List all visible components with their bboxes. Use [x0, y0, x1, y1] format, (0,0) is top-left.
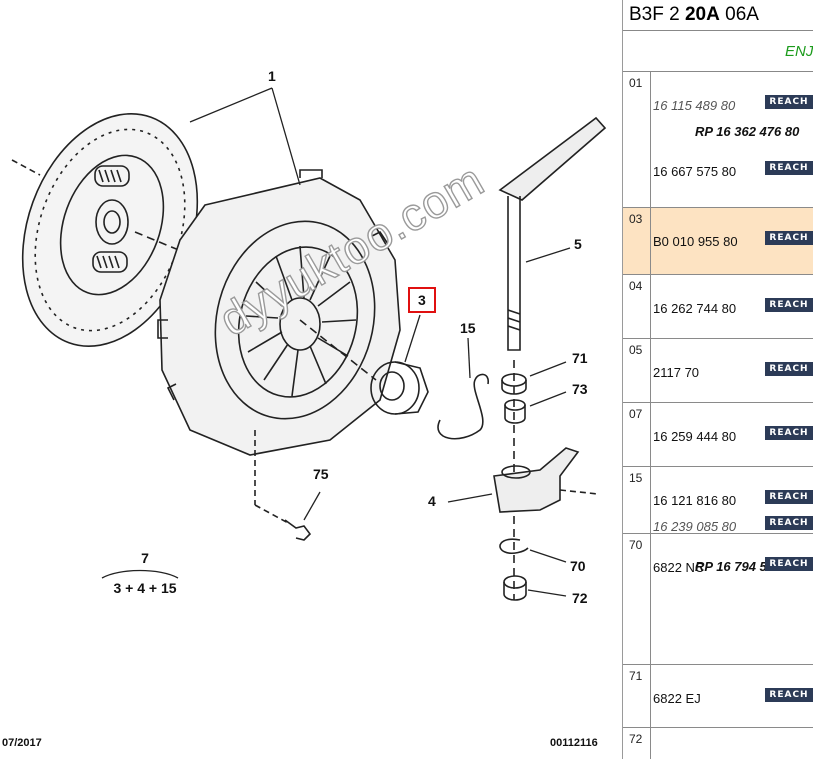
- part-number[interactable]: 16 259 444 80: [653, 429, 737, 444]
- callout-15: 15: [460, 320, 476, 336]
- formula-top: 7: [141, 550, 149, 566]
- column-divider: [650, 665, 651, 727]
- column-divider: [650, 728, 651, 759]
- header-suffix: 06A: [719, 4, 759, 25]
- table-row[interactable]: 07 16 259 444 80 REACH: [623, 403, 813, 467]
- part-number[interactable]: B0 010 955 80: [653, 234, 738, 249]
- part-number[interactable]: 2117 70: [653, 365, 700, 380]
- column-divider: [650, 275, 651, 338]
- callout-5: 5: [574, 236, 582, 252]
- row-index: 04: [629, 279, 643, 293]
- part-number[interactable]: 16 115 489 80: [653, 98, 736, 113]
- table-row[interactable]: 71 6822 EJ REACH: [623, 665, 813, 728]
- footer-date: 07/2017: [2, 737, 42, 749]
- table-row[interactable]: 05 2117 70 REACH: [623, 339, 813, 403]
- reach-badge[interactable]: REACH: [765, 362, 813, 376]
- circlip: [499, 538, 529, 555]
- footer-code: 00112116: [550, 737, 598, 749]
- parts-table: B3F 2 20A 06A ENJ 01 16 115 489 80 REACH RP…: [622, 0, 813, 759]
- subheader-label: ENJ: [785, 43, 813, 60]
- column-divider: [650, 72, 651, 207]
- callout-72: 72: [572, 590, 588, 606]
- table-row[interactable]: 70 6822 NC REACH: [623, 534, 813, 665]
- header-prefix: B3F 2: [629, 4, 685, 25]
- row-index: 71: [629, 669, 643, 683]
- column-divider: [650, 534, 651, 664]
- reach-badge[interactable]: REACH: [765, 95, 813, 109]
- bolt: [254, 430, 312, 541]
- reach-badge[interactable]: REACH: [765, 298, 813, 312]
- table-subheader: ENJ: [623, 31, 813, 72]
- row-index: 70: [629, 538, 643, 552]
- reach-badge[interactable]: REACH: [765, 161, 813, 175]
- column-divider: [650, 403, 651, 466]
- table-row[interactable]: 03 B0 010 955 80 REACH: [623, 208, 813, 275]
- callout-73: 73: [572, 381, 588, 397]
- release-bearing: [370, 361, 429, 415]
- release-fork: [493, 447, 599, 513]
- callout-71: 71: [572, 350, 588, 366]
- clip-spring: [437, 373, 489, 440]
- fork-shaft: [498, 116, 607, 351]
- row-index: 01: [629, 76, 643, 90]
- row-index: 03: [629, 212, 643, 226]
- part-number[interactable]: 16 667 575 80: [653, 164, 737, 179]
- reach-badge[interactable]: REACH: [765, 426, 813, 440]
- table-header: B3F 2 20A 06A: [623, 0, 813, 31]
- callout-75: 75: [313, 466, 329, 482]
- reach-badge[interactable]: REACH: [765, 688, 813, 702]
- replacement-part-number[interactable]: RP 16 362 476 80: [695, 124, 800, 139]
- callout-70: 70: [570, 558, 586, 574]
- callout-3-highlighted[interactable]: 3: [408, 287, 436, 313]
- exploded-diagram: 1 3 15 5 71 73 4 75 70 72 7 3 + 4 + 15 d…: [2, 68, 607, 749]
- row-index: 07: [629, 407, 643, 421]
- pressure-plate: [157, 169, 401, 456]
- part-number[interactable]: 6822 EJ: [653, 691, 701, 706]
- table-row[interactable]: 04 16 262 744 80 REACH: [623, 275, 813, 339]
- reach-badge[interactable]: REACH: [765, 557, 813, 571]
- column-divider: [650, 208, 651, 274]
- part-number[interactable]: 16 239 085 80: [653, 519, 737, 534]
- part-number[interactable]: 6822 NC: [653, 560, 705, 575]
- column-divider: [650, 467, 651, 533]
- clutch-drawing: [11, 87, 607, 601]
- table-row[interactable]: 01 16 115 489 80 REACH RP 16 362 476 80 16 6…: [623, 72, 813, 208]
- table-rows: 01 16 115 489 80 REACH RP 16 362 476 80 16 6…: [623, 72, 813, 759]
- part-number[interactable]: 16 262 744 80: [653, 301, 737, 316]
- row-index: 05: [629, 343, 643, 357]
- table-row[interactable]: 72: [623, 728, 813, 759]
- row-index: 72: [629, 732, 643, 746]
- formula-bottom: 3 + 4 + 15: [113, 580, 177, 596]
- header-bold: 20A: [684, 4, 720, 25]
- reach-badge[interactable]: REACH: [765, 231, 813, 245]
- row-index: 15: [629, 471, 643, 485]
- callout-1: 1: [268, 68, 276, 84]
- reach-badge[interactable]: REACH: [765, 490, 813, 504]
- callout-4: 4: [428, 493, 436, 509]
- reach-badge[interactable]: REACH: [765, 516, 813, 530]
- part-number[interactable]: 16 121 816 80: [653, 493, 737, 508]
- column-divider: [650, 339, 651, 402]
